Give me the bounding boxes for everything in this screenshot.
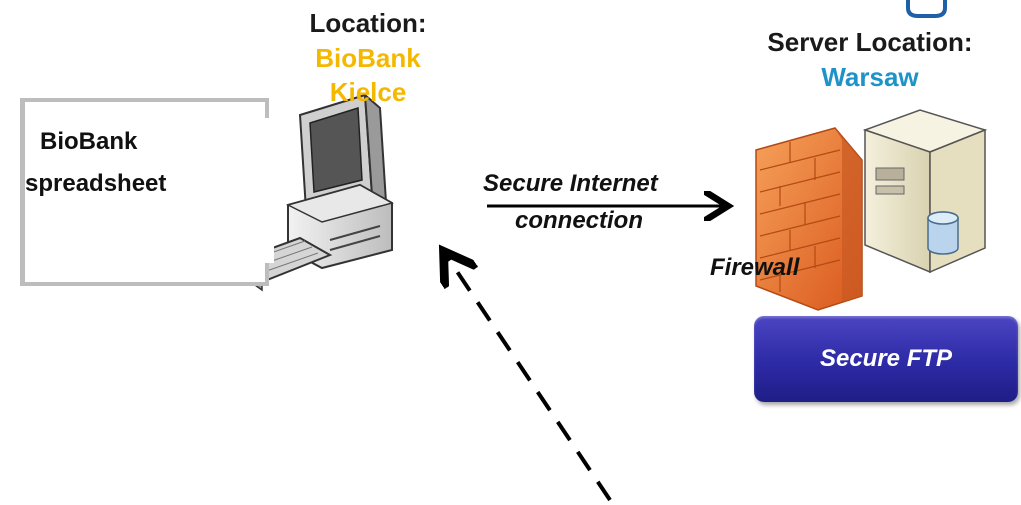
spreadsheet-label-line2: spreadsheet bbox=[25, 170, 167, 197]
secure-ftp-label: Secure FTP bbox=[819, 345, 953, 372]
secure-ftp-box: Secure FTP bbox=[754, 316, 1018, 402]
client-location-title: Location: bbox=[309, 8, 427, 38]
spreadsheet-frame-gap bbox=[224, 118, 274, 263]
server-location-city: Warsaw bbox=[821, 62, 919, 92]
partial-icon bbox=[906, 0, 947, 18]
server-icon bbox=[862, 109, 988, 274]
server-location-title: Server Location: bbox=[767, 27, 973, 57]
connection-label-line2: connection bbox=[515, 207, 644, 234]
firewall-icon bbox=[755, 127, 863, 311]
spreadsheet-label-line1: BioBank bbox=[40, 128, 138, 155]
dashed-arrow bbox=[448, 258, 612, 502]
computer-icon bbox=[231, 92, 394, 292]
connection-label-line1: Secure Internet bbox=[483, 170, 658, 197]
firewall-label: Firewall bbox=[710, 254, 800, 281]
client-location-name-line1: BioBank bbox=[315, 43, 421, 73]
client-location-name-line2: Kielce bbox=[329, 77, 407, 107]
